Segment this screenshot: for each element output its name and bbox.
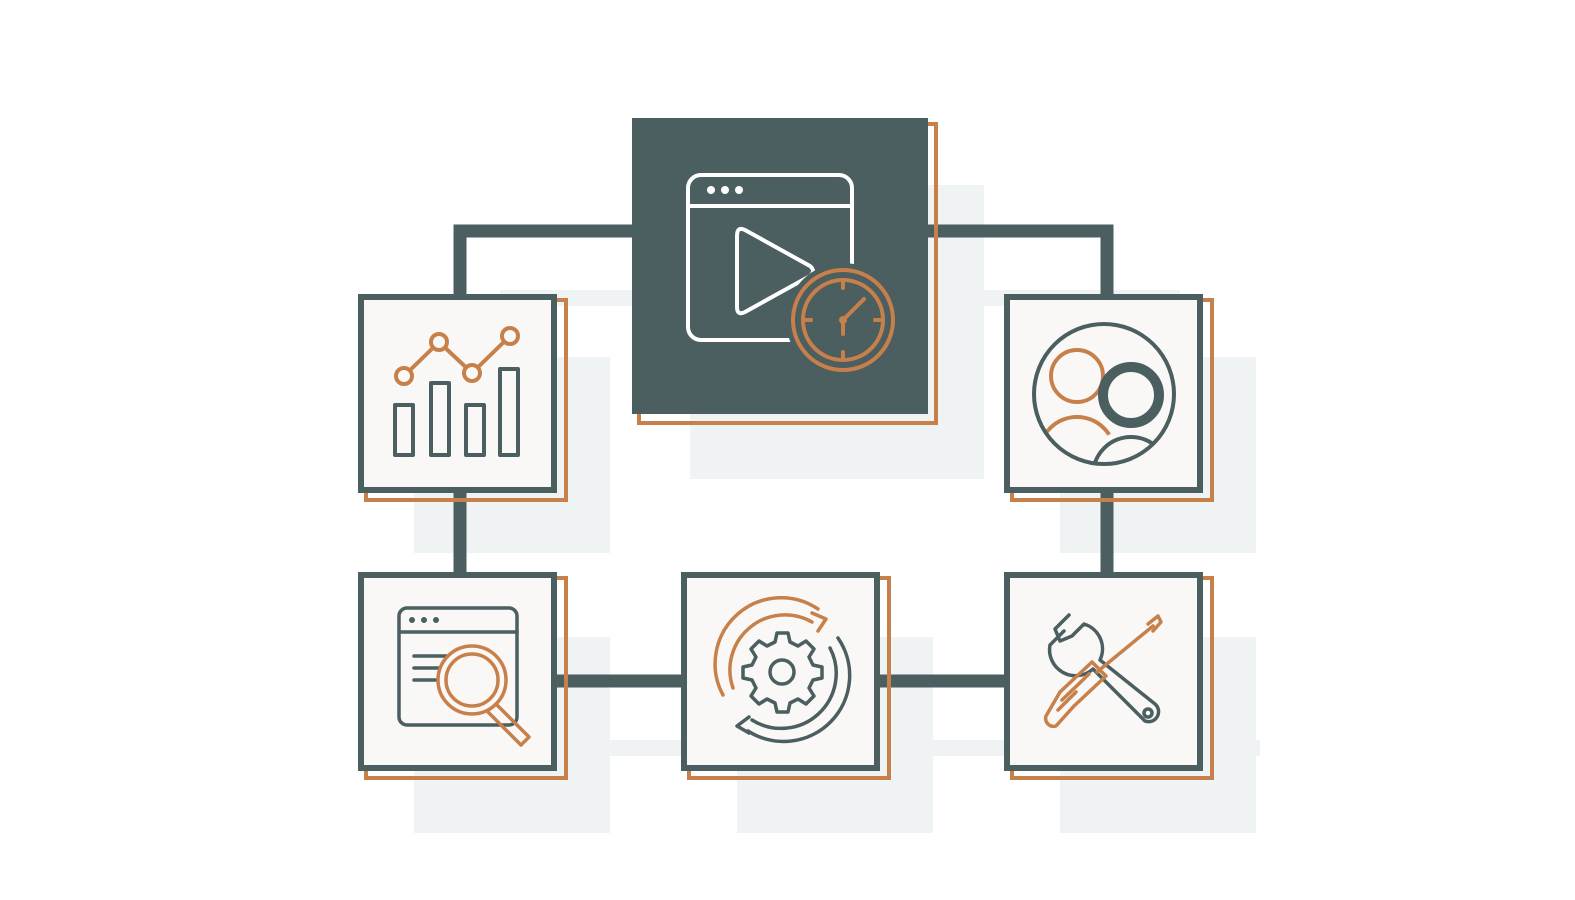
wrench-screwdriver-icon xyxy=(1043,613,1163,729)
browser-play-timer-icon xyxy=(686,173,900,377)
bar-line-chart-icon xyxy=(393,326,520,457)
node-tile xyxy=(632,118,928,414)
gear-cycle-icon xyxy=(713,596,852,744)
node-maintenance[interactable] xyxy=(1004,572,1214,780)
connector-video-analytics xyxy=(453,224,640,300)
node-video-performance[interactable] xyxy=(632,118,938,425)
node-analytics[interactable] xyxy=(358,294,568,502)
node-processing[interactable] xyxy=(681,572,891,780)
browser-magnifier-icon xyxy=(397,606,531,747)
node-audience[interactable] xyxy=(1004,294,1214,517)
connectors xyxy=(453,224,1114,688)
node-web-inspection[interactable] xyxy=(358,572,568,780)
connector-video-audience xyxy=(925,224,1114,300)
node-tile xyxy=(1004,572,1203,771)
node-tile xyxy=(358,294,557,493)
